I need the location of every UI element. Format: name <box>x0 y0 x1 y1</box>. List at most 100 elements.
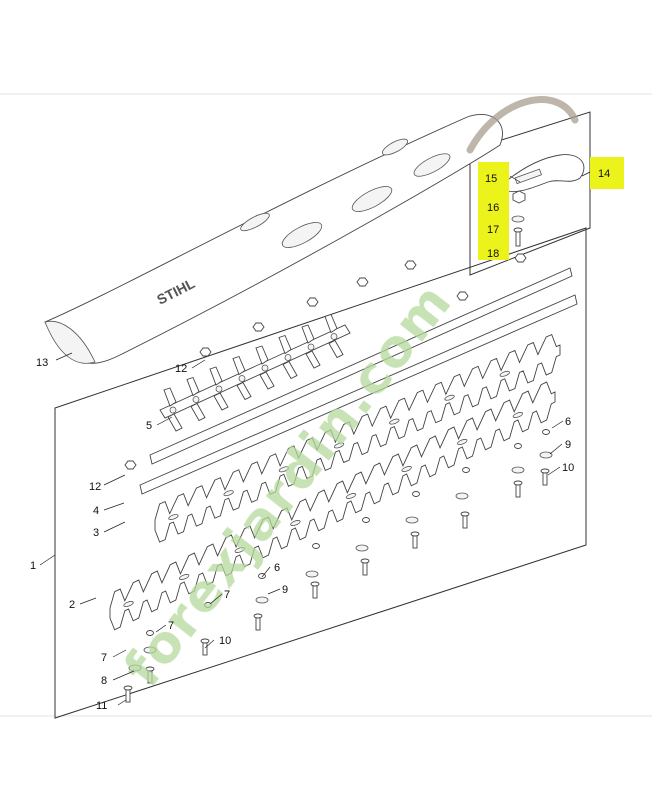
nut-5 <box>514 253 527 263</box>
part-5-carrier-bar <box>139 267 578 495</box>
nut-3 <box>404 260 417 270</box>
highlight-15-18 <box>478 162 509 260</box>
lower-blade-shape-slot-7 <box>234 547 245 553</box>
callout-12-top: 12 <box>175 363 187 375</box>
bolt-head-0 <box>540 468 550 474</box>
callout-2: 2 <box>69 599 75 611</box>
part-12-spine <box>159 313 351 432</box>
bolt-head-4 <box>360 558 370 564</box>
nut-2 <box>356 277 369 287</box>
bushing-7 <box>204 602 212 608</box>
upper-blade-shape <box>154 333 561 543</box>
watermark-swoosh <box>466 96 579 154</box>
callout-9-left: 9 <box>282 584 288 596</box>
bolt-head-8 <box>145 666 155 672</box>
bolt-head-7 <box>200 638 210 644</box>
callout-1: 1 <box>30 560 36 572</box>
callout-4: 4 <box>93 505 99 517</box>
spine-rivet-2 <box>215 385 223 393</box>
lower-blade-shape-slot-10 <box>290 520 301 526</box>
washer-7 <box>143 646 157 654</box>
callout-7-b: 7 <box>168 620 174 632</box>
upper-blade-shape-slot-19 <box>499 370 510 377</box>
washer-3 <box>405 516 419 524</box>
guard-hardware <box>511 190 526 247</box>
callout-13: 13 <box>36 357 48 369</box>
spine-arm-low-1 <box>190 402 206 422</box>
spine-arm-3 <box>232 355 246 376</box>
bushing-0 <box>542 429 550 435</box>
washer-4 <box>355 544 369 552</box>
upper-blade-shape-slot-1 <box>168 514 179 520</box>
washer-6 <box>255 596 269 604</box>
bolt-head-1 <box>513 480 523 486</box>
spine-arm-low-3 <box>236 381 252 401</box>
callout-17: 17 <box>487 224 499 236</box>
callout-11: 11 <box>96 700 107 712</box>
nut-1 <box>306 297 319 307</box>
lower-blade-shape-slot-13 <box>345 493 357 499</box>
part-13-blade-cover: STIHL <box>44 114 503 364</box>
spine-arm-0 <box>163 387 177 407</box>
bolt-head-9 <box>123 685 133 691</box>
spine-arm-4 <box>255 345 269 365</box>
spine-bar <box>159 324 351 419</box>
lower-blade-shape-slot-19 <box>457 439 468 445</box>
upper-blade-shape-slot-16 <box>444 394 455 401</box>
upper-blade-shape-slot-13 <box>389 418 400 425</box>
bolt-head-6 <box>253 613 263 619</box>
spine-rivet-4 <box>261 364 269 372</box>
spine-arm-1 <box>186 376 200 397</box>
callout-7-c: 7 <box>101 652 107 664</box>
top-nuts <box>124 253 527 470</box>
part-3-upper-blade <box>154 333 561 543</box>
spine-arm-2 <box>209 366 223 386</box>
washer-5 <box>305 570 319 578</box>
spine-arm-low-6 <box>305 350 321 369</box>
lower-blade-shape <box>109 381 556 631</box>
bushing-8 <box>146 630 154 636</box>
nut-0 <box>252 322 265 332</box>
spine-rivet-1 <box>192 396 200 403</box>
spine-rivet-7 <box>330 333 338 340</box>
part-14-guard-end-cap <box>504 154 585 193</box>
callout-6-left: 6 <box>274 562 280 574</box>
upper-blade-shape-slot-7 <box>278 466 290 473</box>
washer-0 <box>539 451 553 459</box>
callout-12-bottom: 12 <box>89 481 101 493</box>
callout-10-left: 10 <box>219 635 231 647</box>
spine-rivet-3 <box>238 375 246 382</box>
guard-panel-outline <box>469 111 591 276</box>
callout-3: 3 <box>93 527 99 539</box>
callout-8: 8 <box>101 675 107 687</box>
washer-1 <box>511 466 525 474</box>
spine-arm-6 <box>301 324 315 344</box>
callouts: 13 14 15 16 17 18 12 5 12 4 3 1 2 6 9 10… <box>30 168 610 712</box>
washer-8 <box>128 664 142 672</box>
bolt-head-3 <box>410 531 420 537</box>
bushing-4 <box>362 517 370 523</box>
spine-rivet-5 <box>284 354 292 361</box>
bushing-3 <box>412 491 420 497</box>
nut-7 <box>124 460 137 470</box>
callout-18: 18 <box>487 248 499 260</box>
spine-rivet-6 <box>307 343 315 351</box>
spine-arm-low-2 <box>213 392 229 411</box>
spine-arm-7 <box>324 313 338 334</box>
bushing-5 <box>312 543 320 549</box>
upper-blade-shape-slot-4 <box>223 490 234 497</box>
leader-lines <box>39 171 591 706</box>
callout-5: 5 <box>146 420 152 432</box>
spine-arm-low-5 <box>282 360 298 380</box>
spine-arm-5 <box>278 334 292 355</box>
part-2-lower-blade <box>109 381 556 631</box>
highlight-14 <box>590 157 624 189</box>
spine-arm-low-7 <box>328 339 344 359</box>
callout-15: 15 <box>485 173 497 185</box>
bolts-and-washers <box>123 429 553 703</box>
bolt-head-2 <box>460 511 470 517</box>
callout-9-right: 9 <box>565 439 571 451</box>
callout-6-right: 6 <box>565 416 571 428</box>
nut-4 <box>456 291 469 301</box>
